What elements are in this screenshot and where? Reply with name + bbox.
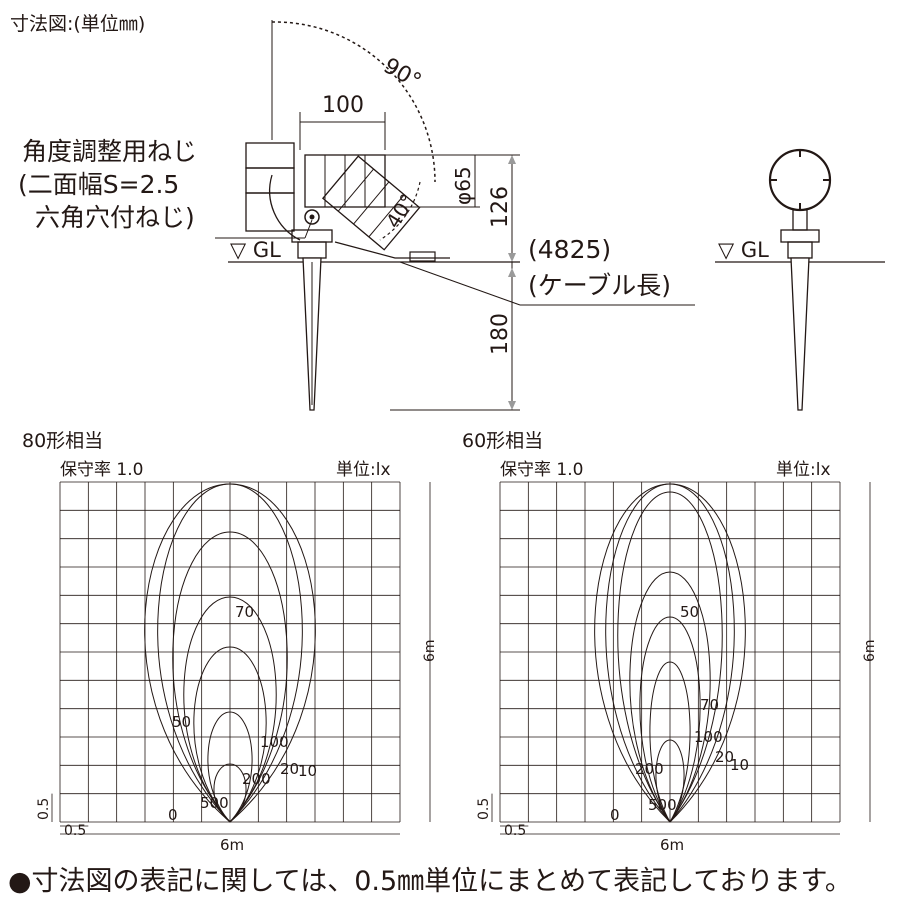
dimension-drawing: 90° 100 40° φ65: [18, 20, 885, 411]
angle-40-label: 40°: [381, 190, 420, 233]
contour-50: [172, 531, 288, 823]
height-126-label: 126: [488, 186, 513, 228]
screw-note-line3: 六角穴付ねじ): [35, 203, 195, 232]
swing-arc: [271, 21, 436, 183]
drawing-title: 寸法図:(単位㎜): [10, 13, 145, 35]
ground-label-right: ▽ GL: [718, 238, 769, 262]
ground-stake-side: [790, 257, 810, 411]
lamp-front-view: [768, 148, 832, 212]
contour-label: 20: [715, 748, 734, 766]
chart-80-title: 80形相当: [22, 430, 103, 452]
contour-label: 100: [694, 728, 723, 746]
chart-80-unit: 単位:lx: [336, 460, 391, 480]
chart-60-maintenance: 保守率 1.0: [500, 460, 583, 480]
contour-label: 70: [700, 696, 719, 714]
contour-200: [649, 661, 691, 823]
y-step-label: 0.5: [36, 798, 52, 820]
contour-label: 500: [648, 796, 677, 814]
contour-70: [629, 571, 711, 823]
contour-label: 200: [242, 770, 271, 788]
mount-block-top: [245, 142, 295, 169]
contour-label: 50: [680, 603, 699, 621]
contour-label: 500: [200, 794, 229, 812]
x-span-label: 6m: [220, 836, 244, 854]
contour-10: [594, 483, 746, 823]
contour-label: 100: [260, 733, 289, 751]
contour-label: 10: [730, 756, 749, 774]
width-100-label: 100: [322, 93, 364, 118]
chart-60-title: 60形相当: [462, 430, 543, 452]
lamp-head-tilted: [321, 155, 421, 251]
screw-note-line1: 角度調整用ねじ: [22, 137, 197, 166]
adjust-screw-icon: [304, 209, 320, 225]
contour-50: [617, 491, 723, 823]
contour-label: 50: [172, 713, 191, 731]
contour-label: 10: [298, 762, 317, 780]
contour-label: 0: [168, 806, 178, 824]
contour-100: [639, 616, 701, 823]
diameter-65-label: φ65: [451, 166, 475, 205]
x-span-label: 6m: [660, 836, 684, 854]
contour-label: 0: [610, 806, 620, 824]
chart-80-maintenance: 保守率 1.0: [60, 460, 143, 480]
contour-label: 20: [280, 760, 299, 778]
footer-note: ●寸法図の表記に関しては、0.5㎜単位にまとめて表記しております。: [8, 866, 852, 897]
contour-100: [193, 646, 267, 823]
cable-connector: [409, 251, 436, 262]
x-step-label: 0.5: [504, 823, 526, 839]
contour-label: 200: [635, 760, 664, 778]
cable-note-line2: (ケーブル長): [528, 271, 671, 300]
screw-note-line2: (二面幅S=2.5: [18, 170, 179, 199]
chart-60-unit: 単位:lx: [776, 460, 831, 480]
contour-label: 70: [235, 603, 254, 621]
contour-200: [207, 711, 253, 823]
contour-70: [183, 596, 277, 823]
y-step-label: 0.5: [476, 798, 492, 820]
cable-note-line1: (4825): [528, 235, 611, 264]
contour-500: [213, 763, 247, 823]
depth-180-label: 180: [488, 313, 513, 355]
x-step-label: 0.5: [64, 823, 86, 839]
y-span-label: 6m: [422, 639, 438, 662]
angle-90-label: 90°: [379, 54, 425, 95]
ground-label-left: ▽ GL: [230, 238, 281, 262]
y-span-label: 6m: [862, 639, 878, 662]
contour-10: [144, 483, 316, 823]
